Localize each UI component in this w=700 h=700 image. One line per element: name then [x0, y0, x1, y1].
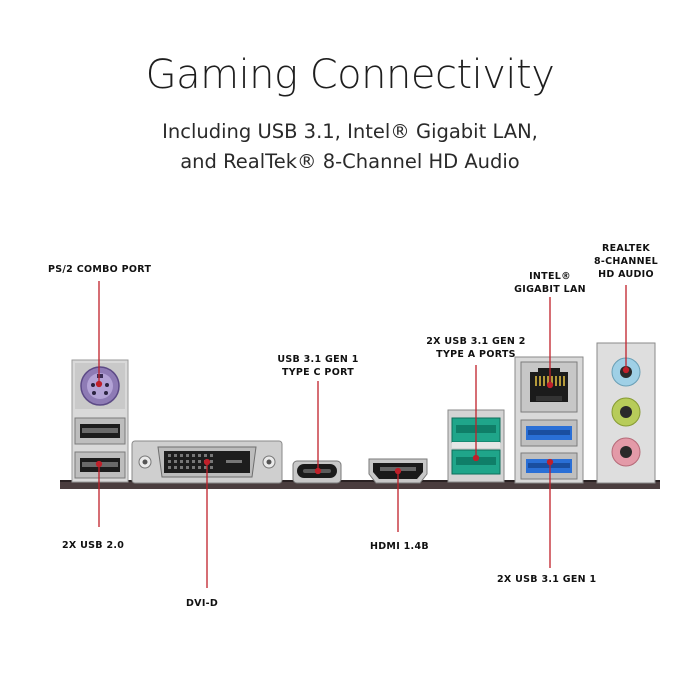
label-ps2-combo-port: PS/2 COMBO PORT: [48, 264, 152, 275]
label-usb-type-c-line-1: USB 3.1 GEN 1: [277, 354, 359, 365]
label-usb-type-c: USB 3.1 GEN 1 TYPE C PORT: [266, 353, 370, 379]
subtitle-line-1: Including USB 3.1, Intel® Gigabit LAN,: [162, 120, 538, 143]
label-realtek-audio-line-1: REALTEK: [601, 243, 651, 254]
page-subtitle: Including USB 3.1, Intel® Gigabit LAN, a…: [0, 117, 700, 177]
label-intel-lan-line-2: GIGABIT LAN: [514, 284, 586, 295]
label-intel-lan-line-1: INTEL®: [529, 271, 571, 282]
label-realtek-audio-line-3: HD AUDIO: [598, 269, 654, 280]
io-board-strip: [60, 481, 660, 489]
label-usb-gen2-line-1: 2X USB 3.1 GEN 2: [426, 336, 526, 347]
label-hdmi: HDMI 1.4B: [370, 541, 429, 552]
callout-lines: [95, 281, 630, 588]
label-realtek-audio-line-2: 8-CHANNEL: [594, 256, 658, 267]
label-usb-gen1: 2X USB 3.1 GEN 1: [497, 574, 597, 585]
page-title: Gaming Connectivity: [145, 52, 555, 98]
label-usb-2-0: 2X USB 2.0: [62, 540, 125, 551]
label-usb-type-c-line-2: TYPE C PORT: [281, 367, 355, 378]
label-dvi-d: DVI-D: [186, 598, 219, 609]
label-intel-lan: INTEL® GIGABIT LAN: [505, 270, 595, 296]
label-usb-gen2: 2X USB 3.1 GEN 2 TYPE A PORTS: [420, 335, 532, 361]
label-usb-gen2-line-2: TYPE A PORTS: [436, 349, 516, 360]
label-realtek-audio: REALTEK 8-CHANNEL HD AUDIO: [585, 242, 667, 281]
subtitle-line-2: and RealTek® 8-Channel HD Audio: [180, 150, 520, 173]
